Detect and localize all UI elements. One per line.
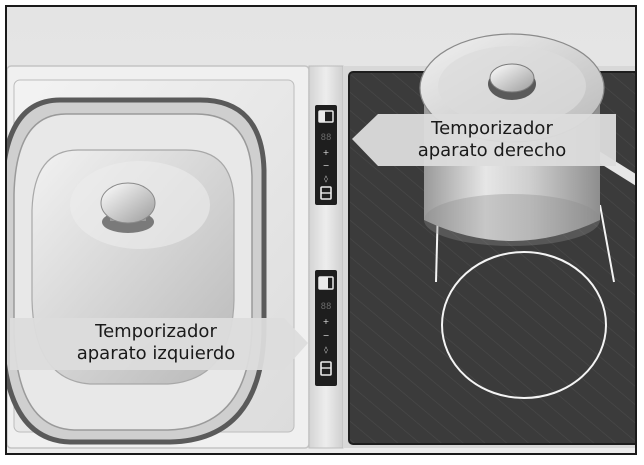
minus-symbol: −: [323, 331, 330, 340]
plus-symbol: +: [323, 317, 330, 326]
callout-right-timer: [352, 114, 616, 166]
left-appliance: [7, 65, 310, 449]
cooking-zone: [441, 251, 607, 399]
timer-symbol: ◊: [324, 175, 328, 183]
label-left-line-1: Temporizador: [95, 321, 217, 342]
label-right-timer: Temporizador aparato derecho: [368, 118, 616, 162]
callout-left-timer: [10, 318, 308, 370]
svg-text:88: 88: [321, 133, 332, 143]
timer-symbol: ◊: [324, 346, 328, 354]
control-panel-lower: 88 + − ◊: [315, 270, 337, 386]
label-right-line-1: Temporizador: [431, 118, 553, 139]
label-left-timer: Temporizador aparato izquierdo: [26, 321, 286, 365]
label-right-line-2: aparato derecho: [417, 140, 567, 161]
right-appliance: [343, 33, 635, 448]
label-left-line-2: aparato izquierdo: [76, 343, 236, 364]
minus-symbol: −: [323, 161, 330, 170]
control-panel-upper: 88 + − ◊: [315, 105, 337, 205]
svg-text:88: 88: [321, 302, 332, 312]
plus-symbol: +: [323, 148, 330, 157]
